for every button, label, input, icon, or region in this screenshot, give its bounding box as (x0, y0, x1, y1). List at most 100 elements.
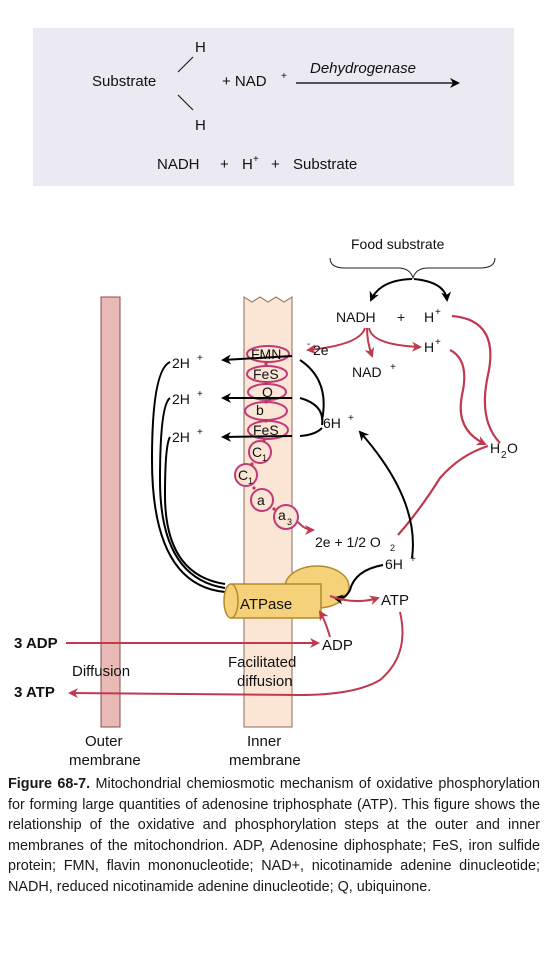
eq-bond-bottom (177, 94, 194, 111)
loop-6h-mid (299, 397, 324, 426)
electron-path-dots (250, 362, 276, 511)
nad-label-sup: + (390, 362, 396, 373)
inner-label-1: Inner (247, 733, 281, 750)
dehydrogenase-equation: H Substrate H + NAD + Dehydrogenase NADH… (92, 39, 460, 173)
c1-complex-b (234, 463, 258, 487)
two-h-label-3: 2H (172, 429, 190, 445)
eq-nad-sup: + (281, 71, 287, 82)
fes-label-2: FeS (253, 422, 279, 438)
arrow-adp-to-atpase (318, 610, 331, 638)
nad-label: NAD (352, 364, 382, 380)
curve-h1-to-water (451, 314, 501, 444)
c1-label-a: C (252, 444, 262, 460)
q-label: Q (262, 384, 273, 400)
nadh-label: NADH (336, 309, 376, 325)
atpase-label: ATPase (240, 596, 292, 613)
six-h-label-b: 6H (385, 556, 403, 572)
food-substrate-brace (329, 257, 496, 280)
fes-complex-2 (247, 420, 289, 440)
food-substrate-label: Food substrate (351, 236, 445, 252)
eq-enzyme: Dehydrogenase (310, 60, 416, 77)
curve-h2-to-water (449, 349, 487, 446)
two-h-sup-1: + (197, 353, 203, 364)
outer-label-1: Outer (85, 733, 123, 750)
a3-label: a (278, 507, 286, 523)
return-2h-1 (150, 361, 226, 593)
arrow-3atp-out (68, 611, 404, 699)
two-h-sup-3: + (197, 427, 203, 438)
arrow-fes-2h (221, 431, 293, 442)
eq-h-top: H (195, 39, 206, 56)
h2o-o: O (507, 440, 518, 456)
a-complex (250, 488, 274, 512)
atpase-cap (223, 583, 239, 619)
b-complex (244, 401, 288, 421)
equation-panel (33, 28, 514, 186)
return-2h-2 (158, 397, 226, 589)
two-h-label-1: 2H (172, 355, 190, 371)
inner-label-2: membrane (229, 752, 301, 769)
b-label: b (256, 402, 264, 418)
eq-substrate: Substrate (92, 73, 156, 90)
arrow-food-to-nadh (369, 278, 413, 302)
c1-label-b: C (238, 467, 248, 483)
facilitated-label-2: diffusion (237, 673, 293, 690)
arrow-nadh-to-2e (306, 327, 366, 355)
arrow-fmn-2h (221, 354, 293, 365)
fmn-label: FMN (251, 346, 281, 362)
arrow-food-to-h (413, 278, 452, 302)
atp-label: ATP (381, 592, 409, 609)
figure-caption: Figure 68-7. Mitochondrial chemiosmotic … (8, 774, 540, 897)
two-e-label: 2e (313, 342, 329, 358)
a3-sub: 3 (287, 517, 292, 527)
return-2h-3 (163, 436, 226, 585)
loop-6h-top (299, 359, 325, 421)
c1-sub-a: 1 (262, 453, 267, 463)
h-label-2: H (424, 339, 434, 355)
h2o-h: H (490, 440, 500, 456)
arrow-nadh-to-h (368, 327, 422, 352)
arrow-a3-to-oxygen (297, 521, 315, 535)
eq-product-plus2: + (271, 156, 280, 173)
h-label-2-sup: + (435, 337, 441, 348)
eq-nad: + NAD (222, 73, 267, 90)
six-h-sup-b: + (410, 554, 416, 565)
adp-label: ADP (322, 637, 353, 654)
caption-text: Mitochondrial chemiosmotic mechanism of … (8, 776, 540, 895)
h-label-1-sup: + (435, 307, 441, 318)
arrow-to-atp (329, 595, 380, 606)
fes-label-1: FeS (253, 366, 279, 382)
arrow-nadh-to-nad (364, 327, 375, 358)
two-e-o2-label: 2e + 1/2 O (315, 534, 381, 550)
three-adp-label: 3 ADP (14, 635, 58, 652)
minus-sign: - (307, 339, 310, 350)
outer-label-2: membrane (69, 752, 141, 769)
eq-product-substrate: Substrate (293, 156, 357, 173)
six-h-label-a: 6H (323, 415, 341, 431)
o2-sub: 2 (390, 543, 395, 553)
two-h-sup-2: + (197, 389, 203, 400)
c1-sub-b: 1 (248, 476, 253, 486)
h2o-sub: 2 (501, 450, 507, 461)
h-label-1: H (424, 309, 434, 325)
two-h-label-2: 2H (172, 391, 190, 407)
a-label: a (257, 492, 265, 508)
eq-bond-top (177, 56, 194, 73)
facilitated-label-1: Facilitated (228, 654, 296, 671)
outer-membrane (100, 296, 121, 728)
a3-complex (273, 504, 299, 530)
six-h-sup-a: + (348, 413, 354, 424)
diffusion-label: Diffusion (72, 663, 130, 680)
eq-product-nadh: NADH (157, 156, 200, 173)
eq-h-bottom: H (195, 117, 206, 134)
eq-product-plus1: + (220, 156, 229, 173)
nadh-plus: + (397, 309, 405, 325)
eq-product-h-sup: + (253, 154, 259, 165)
eq-product-h: H (242, 156, 253, 173)
caption-label: Figure 68-7. (8, 776, 91, 792)
arrow-6h-up (358, 430, 414, 559)
loop-6h-bottom (299, 427, 323, 437)
c1-complex-a (248, 440, 272, 464)
three-atp-label: 3 ATP (14, 684, 55, 701)
